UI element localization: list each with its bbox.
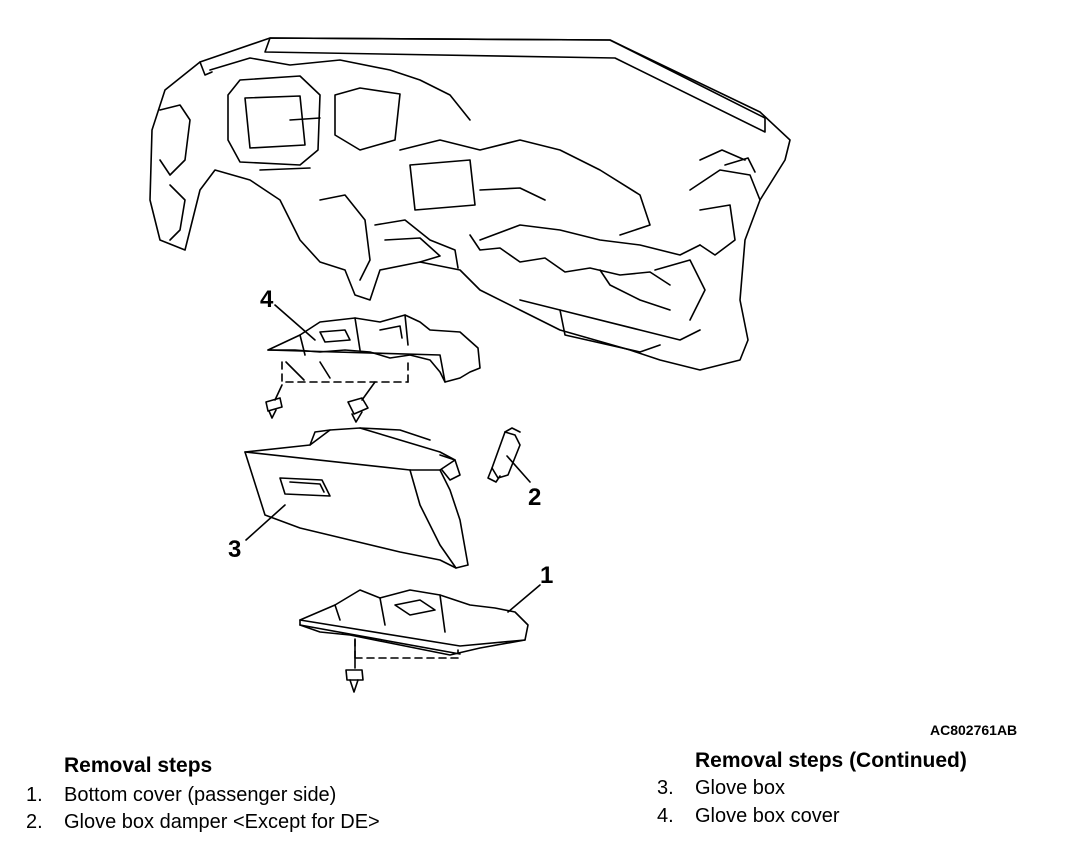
callout-1: 1	[540, 562, 553, 589]
step-text: Glove box cover	[695, 805, 840, 827]
callout-2: 2	[528, 484, 541, 511]
removal-step-2: 2. Glove box damper <Except for DE>	[26, 811, 380, 834]
screw-cover-right	[347, 381, 376, 423]
step-text: Bottom cover (passenger side)	[64, 784, 337, 806]
step-number: 4.	[657, 805, 674, 827]
step-number: 3.	[657, 777, 674, 799]
screw-cover-left	[265, 384, 283, 419]
removal-steps-title: Removal steps	[64, 754, 213, 777]
removal-step-3: 3. Glove box	[657, 777, 785, 800]
removal-step-4: 4. Glove box cover	[657, 805, 840, 828]
step-number: 2.	[26, 811, 43, 833]
figure-code: AC802761AB	[930, 722, 1018, 738]
bottom-cover	[299, 589, 529, 659]
callout-4: 4	[260, 286, 274, 313]
step-text: Glove box	[695, 777, 786, 799]
callout-3: 3	[228, 536, 241, 563]
leader-lines	[245, 304, 541, 613]
step-number: 1.	[26, 784, 43, 806]
glove-box-cover	[267, 314, 481, 383]
glove-box	[244, 427, 469, 569]
instrument-panel	[149, 37, 791, 371]
removal-step-1: 1. Bottom cover (passenger side)	[26, 784, 336, 807]
glove-box-damper	[487, 427, 521, 483]
step-text: Glove box damper <Except for DE>	[64, 811, 380, 833]
removal-steps-continued-title: Removal steps (Continued)	[695, 749, 967, 772]
screw-bottom-cover	[345, 639, 364, 693]
